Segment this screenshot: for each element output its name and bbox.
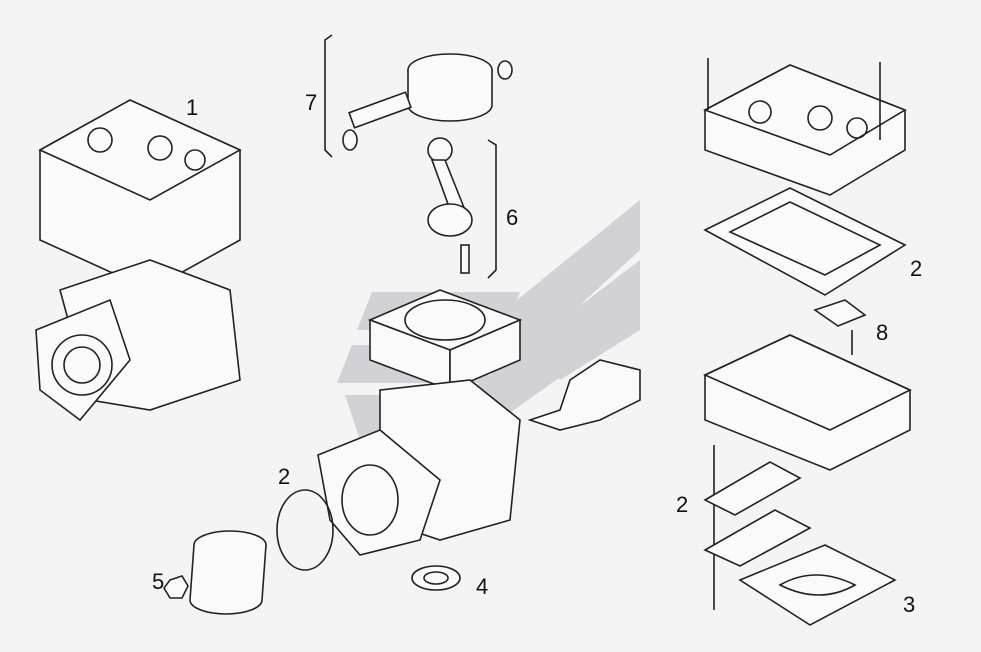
callout-4: 4 [476,574,489,599]
lower-parts [163,489,461,615]
connecting-rod-6 [427,137,497,279]
piston-kit-7 [324,34,513,158]
callout-2: 2 [278,464,291,489]
callout-3: 3 [903,592,916,617]
callout-8: 8 [876,320,889,345]
callout-2: 2 [676,492,689,517]
callout-1: 1 [186,95,199,120]
callout-6: 6 [506,205,519,230]
callout-2: 2 [910,256,923,281]
cylinder-head-exploded [703,58,912,626]
compressor-assembly-1 [35,99,242,422]
compressor-body [317,289,641,556]
callout-5: 5 [152,569,165,594]
callout-7: 7 [305,90,318,115]
